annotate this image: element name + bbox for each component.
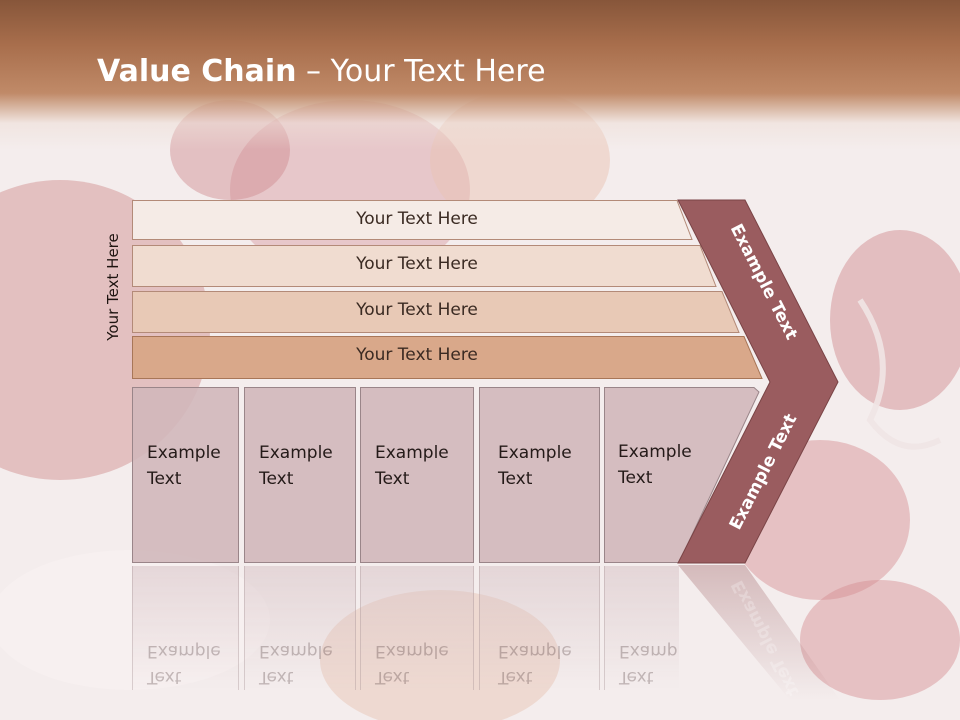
slide-title: Value Chain – Your Text Here (97, 54, 546, 89)
refl-2-line1: Example (259, 641, 333, 661)
side-label: Your Text Here (104, 233, 122, 341)
column-3-reflection: Text Example (360, 566, 474, 690)
refl-1-line1: Example (147, 641, 221, 661)
bar-4-label: Your Text Here (356, 345, 478, 365)
refl-3-line1: Example (375, 641, 449, 661)
refl-5-line2: Text (619, 667, 654, 687)
column-3-line2: Text (375, 469, 410, 489)
column-4-line2: Text (498, 469, 533, 489)
column-4-reflection: Text Example (479, 566, 600, 690)
column-1-line2: Text (147, 469, 182, 489)
column-4-line1: Example (498, 443, 572, 463)
bar-2-label: Your Text Here (356, 254, 478, 274)
refl-5-line1: Example (619, 641, 679, 661)
column-5-line2: Text (618, 468, 653, 488)
bar-2: Your Text Here (132, 245, 732, 287)
bar-3: Your Text Here (132, 291, 752, 333)
bar-1-label: Your Text Here (356, 209, 478, 229)
title-bold: Value Chain (97, 54, 297, 89)
refl-4-line2: Text (498, 667, 533, 687)
column-1-line1: Example (147, 443, 221, 463)
refl-2-line2: Text (259, 667, 294, 687)
column-3-line1: Example (375, 443, 449, 463)
column-2-reflection: Text Example (244, 566, 356, 690)
column-2-line2: Text (259, 469, 294, 489)
bar-3-label: Your Text Here (356, 300, 478, 320)
refl-1-line2: Text (147, 667, 182, 687)
refl-3-line2: Text (375, 667, 410, 687)
bar-1: Your Text Here (132, 200, 702, 240)
column-2-line1: Example (259, 443, 333, 463)
column-5-reflection: Text Example (604, 566, 679, 690)
bar-4: Your Text Here (132, 336, 772, 379)
column-5-line1: Example (618, 442, 692, 462)
refl-4-line1: Example (498, 641, 572, 661)
column-1-reflection: Text Example (132, 566, 239, 690)
title-band (0, 0, 960, 150)
title-rest: – Your Text Here (296, 54, 546, 89)
